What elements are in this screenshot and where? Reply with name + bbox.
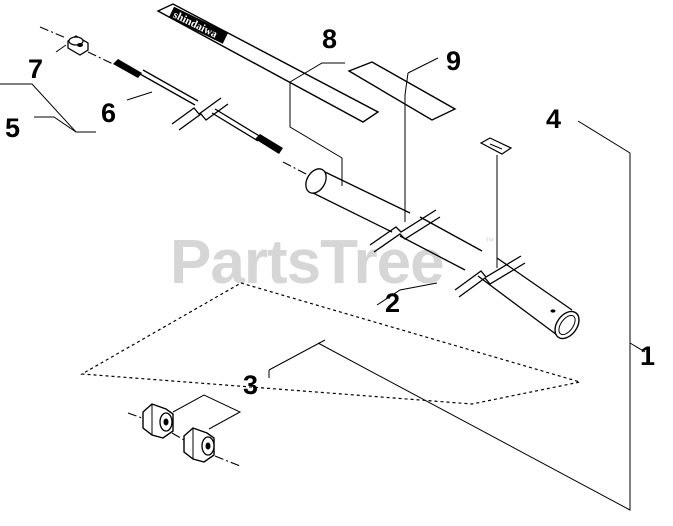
part-7-cap	[67, 35, 89, 56]
callout-6: 6	[101, 98, 116, 128]
callout-2: 2	[385, 288, 400, 318]
callout-1: 1	[640, 341, 655, 371]
callout-7: 7	[28, 54, 43, 84]
leader-lines	[0, 44, 646, 511]
part-3-nut-lower	[183, 427, 215, 463]
part-4-tag	[479, 137, 513, 155]
watermark-text: PartsTree	[170, 228, 444, 297]
part-6-shaft	[113, 59, 283, 154]
callout-4: 4	[546, 104, 561, 134]
callout-8: 8	[322, 24, 337, 54]
callout-5: 5	[5, 113, 20, 143]
part-9-label	[347, 61, 457, 121]
watermark-trademark: ™	[485, 236, 494, 246]
watermark: PartsTree ™	[170, 228, 494, 297]
part-3-nut-upper	[142, 403, 174, 439]
part-2-tube	[305, 168, 580, 340]
callout-3: 3	[243, 370, 258, 400]
callout-9: 9	[446, 46, 461, 76]
callouts: 1 2 3 4 5 6 7 8 9	[5, 24, 655, 400]
